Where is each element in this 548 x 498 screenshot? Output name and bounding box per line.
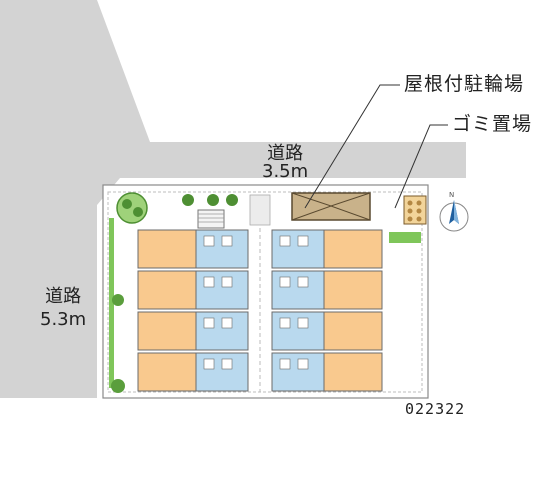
fixture <box>279 317 291 329</box>
fixture <box>297 317 309 329</box>
unit-living-room <box>323 229 383 269</box>
fixture <box>279 358 291 370</box>
left-road-name: 道路 <box>45 286 82 307</box>
planter-shrub <box>122 199 132 209</box>
fixture <box>203 358 215 370</box>
fixture <box>221 358 233 370</box>
entrance-stairs <box>197 209 225 229</box>
planter-shrub <box>133 207 143 217</box>
fixture <box>203 317 215 329</box>
tree <box>112 294 124 306</box>
fixture <box>221 276 233 288</box>
callout-line-bicycle <box>304 84 400 209</box>
tree <box>111 379 125 393</box>
top-road-width: 3.5m <box>262 161 309 182</box>
fixture <box>221 235 233 247</box>
compass-north-label: N <box>449 191 455 199</box>
unit-wet-area <box>271 229 325 269</box>
map-code: 022322 <box>405 400 466 418</box>
tree <box>207 194 219 206</box>
top-road-label: 道路 3.5m <box>262 145 308 181</box>
compass-icon <box>439 200 469 232</box>
entrance-path <box>249 194 271 226</box>
garbage-area-label: ゴミ置場 <box>452 113 533 135</box>
fixture <box>279 235 291 247</box>
greenery-strip-left <box>109 218 114 388</box>
callout-line-garbage <box>394 124 448 209</box>
left-road-width: 5.3m <box>40 309 87 330</box>
road-area <box>0 0 466 398</box>
tree <box>182 194 194 206</box>
unit-wet-area <box>195 229 249 269</box>
unit-living-room <box>137 352 197 392</box>
unit-living-room <box>137 311 197 351</box>
garbage-area <box>403 195 427 225</box>
fixture <box>297 235 309 247</box>
bicycle-parking-label: 屋根付駐輪場 <box>404 73 525 95</box>
unit-living-room <box>137 270 197 310</box>
lot-inner-line <box>107 191 423 393</box>
unit-living-room <box>323 352 383 392</box>
unit-living-room <box>323 311 383 351</box>
left-road-label: 道路 5.3m <box>40 288 86 334</box>
fixture <box>203 235 215 247</box>
fixture <box>203 276 215 288</box>
fixture <box>297 276 309 288</box>
greenery-strip-right <box>389 232 421 243</box>
unit-living-room <box>137 229 197 269</box>
tree <box>226 194 238 206</box>
building <box>137 228 383 392</box>
fixture <box>221 317 233 329</box>
top-road-name: 道路 <box>267 143 304 164</box>
unit-living-room <box>323 270 383 310</box>
fixture <box>297 358 309 370</box>
planter <box>116 192 148 224</box>
fixture <box>279 276 291 288</box>
